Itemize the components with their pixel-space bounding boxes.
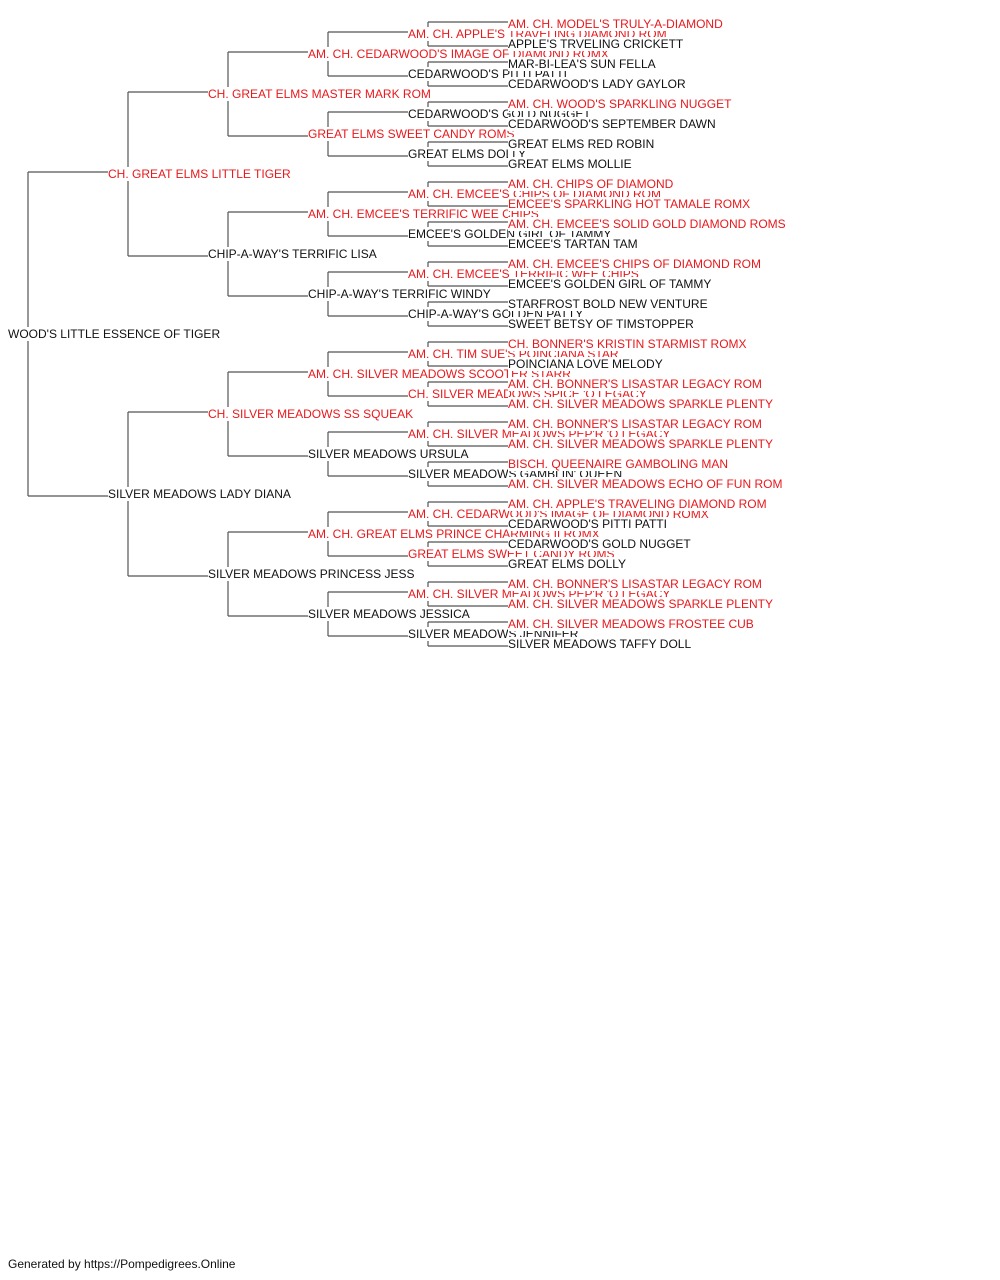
ancestor-name: GREAT ELMS SWEET CANDY ROMS	[308, 127, 517, 141]
ancestor-name: EMCEE'S TARTAN TAM	[508, 237, 640, 251]
ancestor-name: AM. CH. SILVER MEADOWS FROSTEE CUB	[508, 617, 756, 631]
generated-by-footer: Generated by https://Pompedigrees.Online	[8, 1257, 236, 1271]
ancestor-name: AM. CH. SILVER MEADOWS SPARKLE PLENTY	[508, 437, 775, 451]
ancestor-name: CH. GREAT ELMS LITTLE TIGER	[108, 167, 293, 181]
ancestor-name: SILVER MEADOWS JESSICA	[308, 607, 472, 621]
ancestor-name: GREAT ELMS RED ROBIN	[508, 137, 657, 151]
ancestor-name: MAR-BI-LEA'S SUN FELLA	[508, 57, 658, 71]
ancestor-name: SILVER MEADOWS LADY DIANA	[108, 487, 293, 501]
ancestor-name: AM. CH. SILVER MEADOWS SPARKLE PLENTY	[508, 397, 775, 411]
ancestor-name: SWEET BETSY OF TIMSTOPPER	[508, 317, 696, 331]
ancestor-name: AM. CH. SILVER MEADOWS SPARKLE PLENTY	[508, 597, 775, 611]
ancestor-name: EMCEE'S SPARKLING HOT TAMALE ROMX	[508, 197, 753, 211]
ancestor-name: POINCIANA LOVE MELODY	[508, 357, 665, 371]
ancestor-name: CEDARWOOD'S GOLD NUGGET	[508, 537, 693, 551]
ancestor-name: EMCEE'S GOLDEN GIRL OF TAMMY	[508, 277, 714, 291]
ancestor-name: SILVER MEADOWS TAFFY DOLL	[508, 637, 694, 651]
ancestor-name: CHIP-A-WAY'S TERRIFIC WINDY	[308, 287, 493, 301]
ancestor-name: AM. CH. CHIPS OF DIAMOND	[508, 177, 676, 191]
ancestor-name: AM. CH. APPLE'S TRAVELING DIAMOND ROM	[508, 497, 769, 511]
ancestor-name: GREAT ELMS DOLLY	[508, 557, 629, 571]
ancestor-name: AM. CH. BONNER'S LISASTAR LEGACY ROM	[508, 577, 764, 591]
ancestor-name: GREAT ELMS MOLLIE	[508, 157, 634, 171]
ancestor-name: APPLE'S TRVELING CRICKETT	[508, 37, 686, 51]
ancestor-name: AM. CH. BONNER'S LISASTAR LEGACY ROM	[508, 417, 764, 431]
ancestor-name: CEDARWOOD'S SEPTEMBER DAWN	[508, 117, 718, 131]
subject-dog-name: WOOD'S LITTLE ESSENCE OF TIGER	[8, 327, 223, 341]
ancestor-name: STARFROST BOLD NEW VENTURE	[508, 297, 710, 311]
ancestor-name: BISCH. QUEENAIRE GAMBOLING MAN	[508, 457, 731, 471]
ancestor-name: CH. SILVER MEADOWS SS SQUEAK	[208, 407, 416, 421]
ancestor-name: AM. CH. BONNER'S LISASTAR LEGACY ROM	[508, 377, 764, 391]
ancestor-name: AM. CH. WOOD'S SPARKLING NUGGET	[508, 97, 734, 111]
ancestor-name: AM. CH. EMCEE'S TERRIFIC WEE CHIPS	[308, 207, 541, 221]
ancestor-name: CEDARWOOD'S PITTI PATTI	[508, 517, 669, 531]
ancestor-name: AM. CH. SILVER MEADOWS SCOOTER STARR	[308, 367, 573, 381]
ancestor-name: CH. BONNER'S KRISTIN STARMIST ROMX	[508, 337, 749, 351]
ancestor-name: AM. CH. EMCEE'S SOLID GOLD DIAMOND ROMS	[508, 217, 788, 231]
ancestor-name: AM. CH. MODEL'S TRULY-A-DIAMOND	[508, 17, 725, 31]
ancestor-name: CHIP-A-WAY'S TERRIFIC LISA	[208, 247, 379, 261]
ancestor-name: SILVER MEADOWS PRINCESS JESS	[208, 567, 417, 581]
ancestor-name: AM. CH. EMCEE'S CHIPS OF DIAMOND ROM	[508, 257, 763, 271]
ancestor-name: GREAT ELMS DOLLY	[408, 147, 529, 161]
ancestor-name: CH. GREAT ELMS MASTER MARK ROM	[208, 87, 433, 101]
ancestor-name: SILVER MEADOWS URSULA	[308, 447, 471, 461]
ancestor-name: CEDARWOOD'S LADY GAYLOR	[508, 77, 688, 91]
ancestor-name: AM. CH. SILVER MEADOWS ECHO OF FUN ROM	[508, 477, 785, 491]
